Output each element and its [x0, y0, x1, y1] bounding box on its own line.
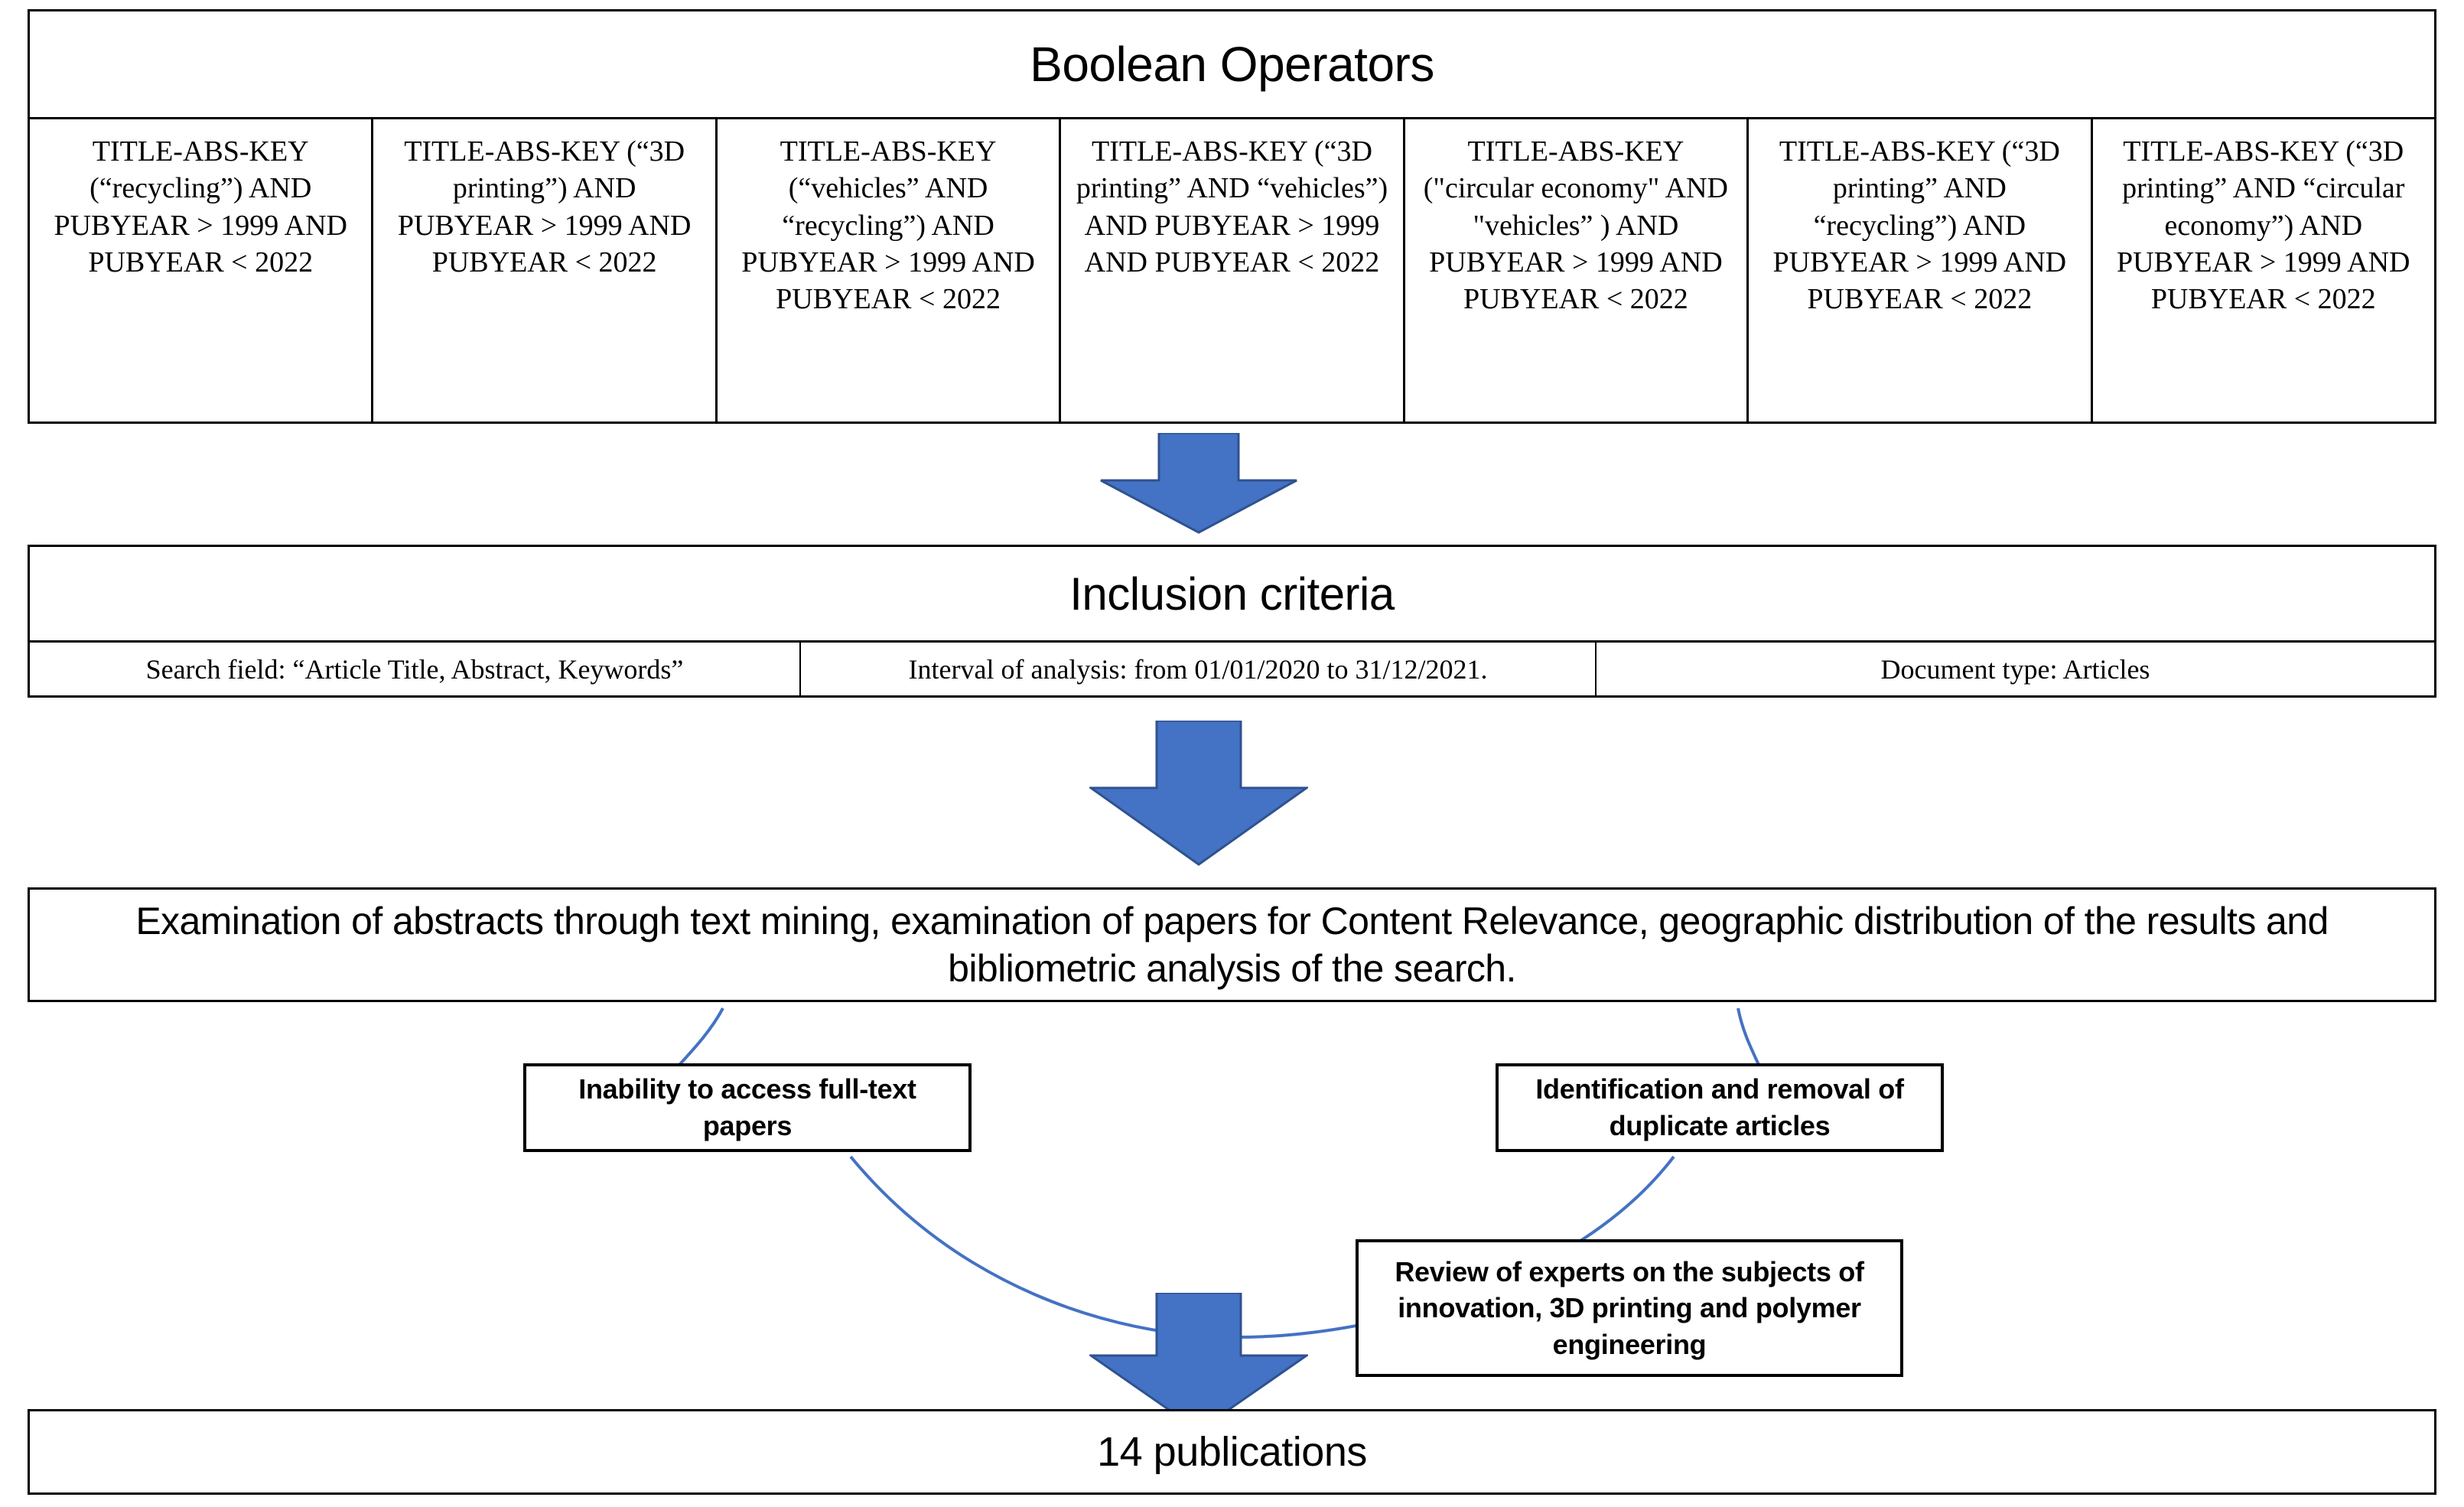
down-arrow-inclusion-to-examination — [1089, 721, 1308, 866]
boolean-query-row: TITLE-ABS-KEY (“recycling”) AND PUBYEAR … — [28, 119, 2436, 424]
boolean-operators-title: Boolean Operators — [28, 9, 2436, 119]
note-inability-full-text: Inability to access full-text papers — [523, 1063, 972, 1152]
inclusion-criteria-row: Search field: “Article Title, Abstract, … — [28, 643, 2436, 698]
boolean-query-cell-2: TITLE-ABS-KEY (“3D printing”) AND PUBYEA… — [373, 119, 718, 422]
boolean-query-cell-6: TITLE-ABS-KEY (“3D printing” AND “recycl… — [1749, 119, 2093, 422]
examination-box: Examination of abstracts through text mi… — [28, 887, 2436, 1002]
note-duplicate-removal: Identification and removal of duplicate … — [1496, 1063, 1944, 1152]
connector-examination-to-inability — [678, 1007, 724, 1066]
boolean-query-cell-7: TITLE-ABS-KEY (“3D printing” AND “circul… — [2116, 135, 2410, 315]
note-expert-review: Review of experts on the subjects of inn… — [1356, 1239, 1903, 1377]
boolean-operators-section: Boolean Operators TITLE-ABS-KEY (“recycl… — [28, 9, 2436, 424]
down-arrow-boolean-to-inclusion — [1099, 433, 1298, 534]
inclusion-criteria-section: Inclusion criteria Search field: “Articl… — [28, 545, 2436, 698]
boolean-query-cell-3: TITLE-ABS-KEY (“vehicles” AND “recycling… — [718, 119, 1062, 422]
connector-examination-to-duplicates — [1737, 1007, 1761, 1067]
boolean-query-cell-5: TITLE-ABS-KEY ("circular economy" AND "v… — [1405, 119, 1750, 422]
inclusion-criteria-title: Inclusion criteria — [28, 545, 2436, 643]
boolean-query-cell-1: TITLE-ABS-KEY (“recycling”) AND PUBYEAR … — [30, 119, 374, 422]
result-publications-box: 14 publications — [28, 1409, 2436, 1495]
inclusion-cell-search-field: Search field: “Article Title, Abstract, … — [30, 643, 801, 695]
inclusion-cell-interval: Interval of analysis: from 01/01/2020 to… — [801, 643, 1597, 695]
inclusion-cell-document-type: Document type: Articles — [1880, 653, 2150, 685]
boolean-query-cell-4: TITLE-ABS-KEY (“3D printing” AND “vehicl… — [1061, 119, 1405, 422]
